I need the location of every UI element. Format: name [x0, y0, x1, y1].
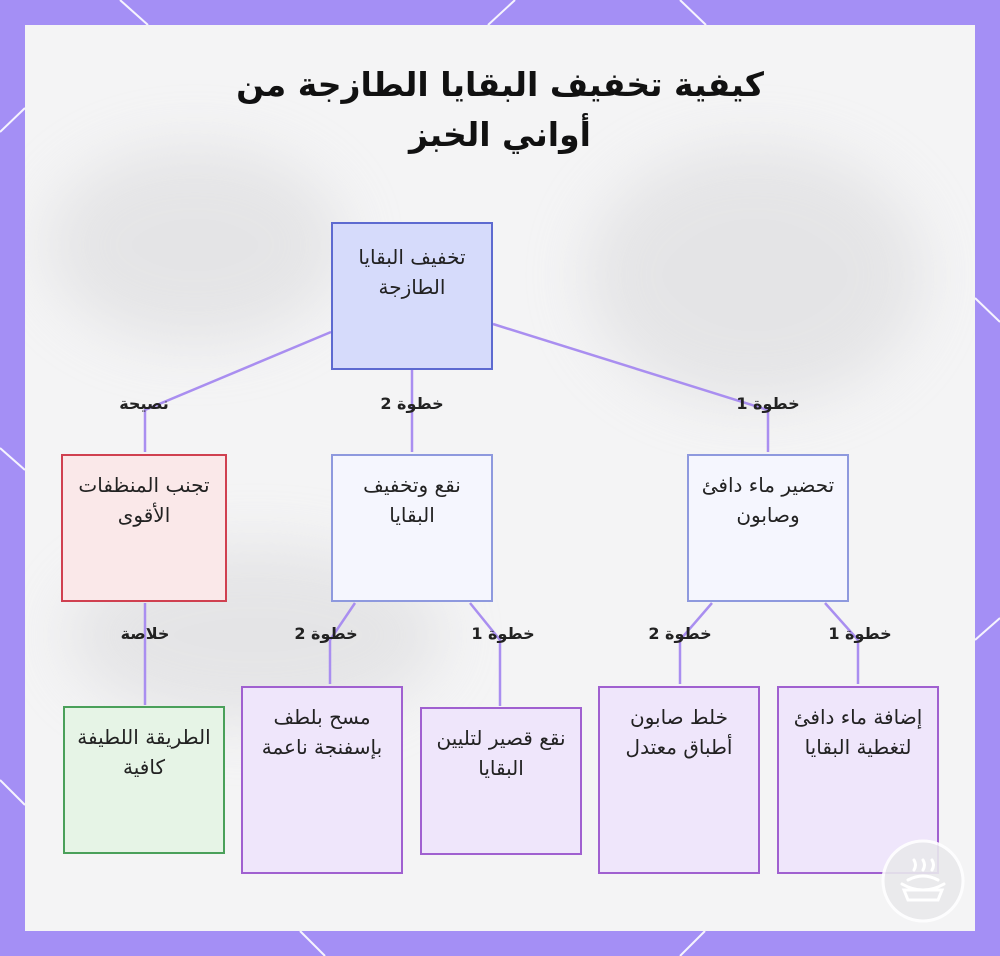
tip-node: تجنب المنظفات الأقوى [61, 454, 227, 602]
edge-label-tip: نصيحة [119, 394, 169, 413]
edge-label-step-1: خطوة 1 [736, 394, 800, 413]
edge-label-prepare-step-1: خطوة 1 [828, 624, 892, 643]
background-blur [585, 145, 925, 405]
soak-node: نقع وتخفيف البقايا [331, 454, 493, 602]
mix-soap-node: خلط صابون أطباق معتدل [598, 686, 760, 874]
edge-label-prepare-step-2: خطوة 2 [648, 624, 712, 643]
prepare-node: تحضير ماء دافئ وصابون [687, 454, 849, 602]
root-node: تخفيف البقايا الطازجة [331, 222, 493, 370]
short-soak-node: نقع قصير لتليين البقايا [420, 707, 582, 855]
summary-node: الطريقة اللطيفة كافية [63, 706, 225, 854]
edge-label-soak-step-1: خطوة 1 [471, 624, 535, 643]
wipe-node: مسح بلطف بإسفنجة ناعمة [241, 686, 403, 874]
baking-dish-logo-icon [881, 839, 965, 923]
edge-label-soak-step-2: خطوة 2 [294, 624, 358, 643]
background-blur [45, 145, 345, 345]
edge-label-step-2: خطوة 2 [380, 394, 444, 413]
edge-label-summary: خلاصة [120, 624, 170, 643]
diagram-title: كيفية تخفيف البقايا الطازجة من أواني الخ… [236, 65, 764, 154]
